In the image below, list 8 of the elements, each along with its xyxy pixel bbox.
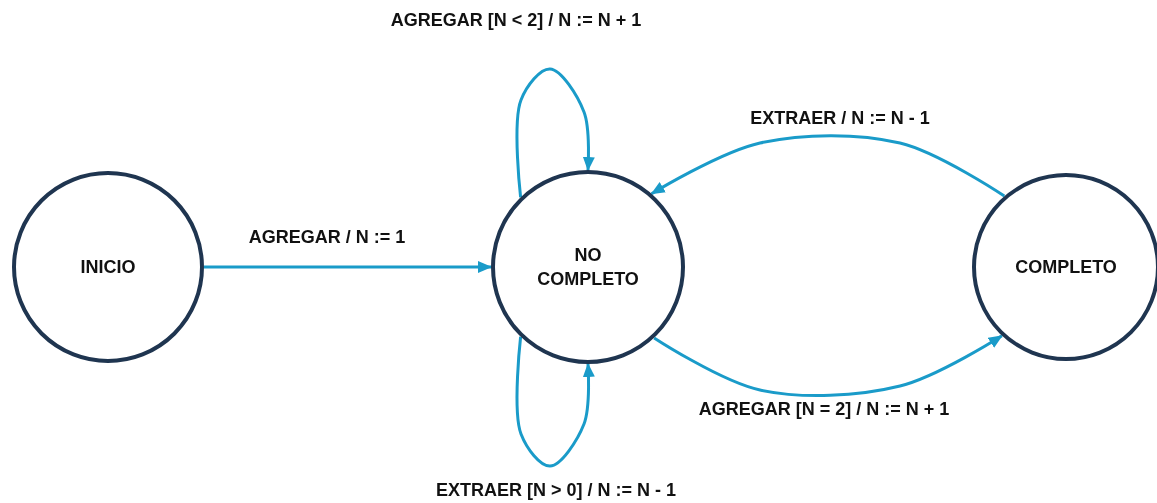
transition-arrow (650, 134, 1006, 198)
transition-arrow (653, 334, 1003, 398)
transition-arrow (204, 261, 492, 273)
transition-arrow (515, 67, 595, 198)
state-label: INICIO (79, 255, 137, 279)
state-label: COMPLETO (1014, 255, 1118, 279)
transition-arrow (515, 336, 595, 468)
state-label: NO COMPLETO (536, 243, 640, 291)
